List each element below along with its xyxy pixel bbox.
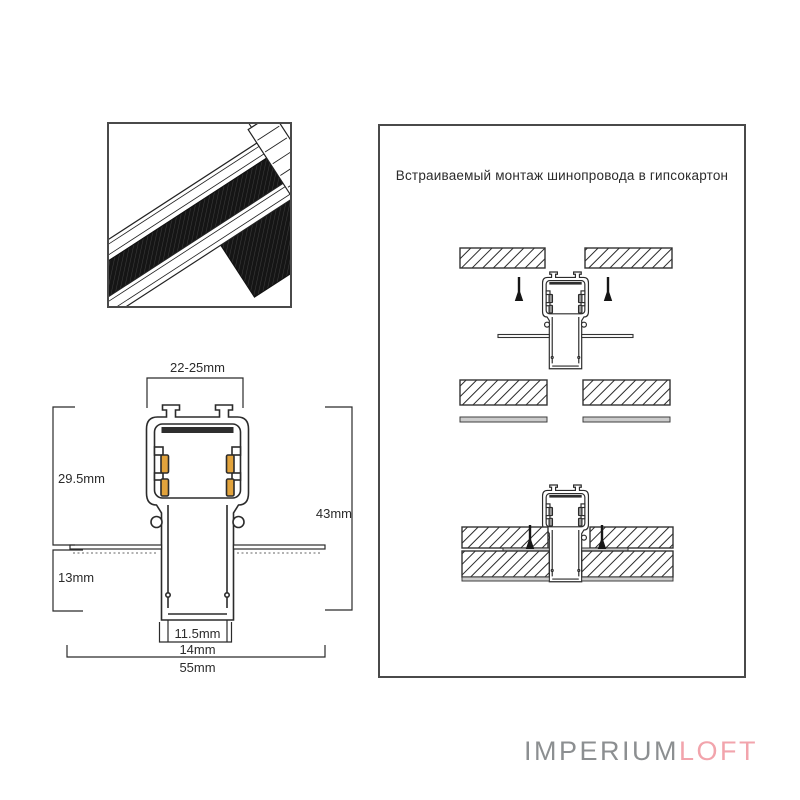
brand-logo: IMPERIUMLOFT xyxy=(524,736,758,767)
finishing-strip-right xyxy=(582,416,671,423)
screw-icon xyxy=(514,277,524,301)
logo-imperium-text: IMPERIUM xyxy=(523,736,679,766)
drywall-frame-left xyxy=(461,526,549,549)
logo-loft-text: LOFT xyxy=(678,736,758,766)
recessed-track-3d-drawing xyxy=(32,109,348,345)
recessed-track-3d-view-box xyxy=(32,109,348,345)
mounting-step-2 xyxy=(461,484,674,583)
track-profile-small xyxy=(541,271,590,370)
dim-total-height: 43mm xyxy=(316,506,352,521)
mounting-steps-diagram xyxy=(459,247,674,583)
dim-total-width: 55mm xyxy=(179,660,215,675)
drywall-sheet-left xyxy=(461,550,551,578)
ceiling-flange xyxy=(69,544,326,554)
dim-outer-bottom-width: 14mm xyxy=(179,642,215,657)
dim-inner-bottom-width: 11.5mm xyxy=(175,626,221,641)
screw-icon xyxy=(603,277,613,301)
drywall-frame-right xyxy=(584,247,673,269)
panel-title: Встраиваемый монтаж шинопровода в гипсок… xyxy=(395,168,729,183)
mounting-instructions-panel: Встраиваемый монтаж шинопровода в гипсок… xyxy=(378,124,746,678)
track-flanges xyxy=(497,333,634,339)
dim-top-width: 22-25mm xyxy=(170,360,225,375)
finishing-strip-right xyxy=(581,576,674,582)
track-profile-section xyxy=(145,404,250,621)
finishing-strip-left xyxy=(459,416,548,423)
dim-drywall-thickness: 13mm xyxy=(58,570,94,585)
drywall-sheet-right xyxy=(580,550,674,578)
dim-upper-height: 29.5mm xyxy=(58,471,105,486)
drywall-sheet-right xyxy=(582,379,671,406)
drywall-sheet-left xyxy=(459,379,548,406)
cross-section-diagram: 22-25mm 29.5mm 13mm 43mm 11.5mm 14mm 55m… xyxy=(52,360,353,675)
drywall-frame-left xyxy=(459,247,546,269)
drywall-frame-right xyxy=(589,526,674,549)
mounting-step-1 xyxy=(459,247,673,423)
dimension-brackets xyxy=(52,377,353,658)
finishing-strip-left xyxy=(461,576,550,582)
